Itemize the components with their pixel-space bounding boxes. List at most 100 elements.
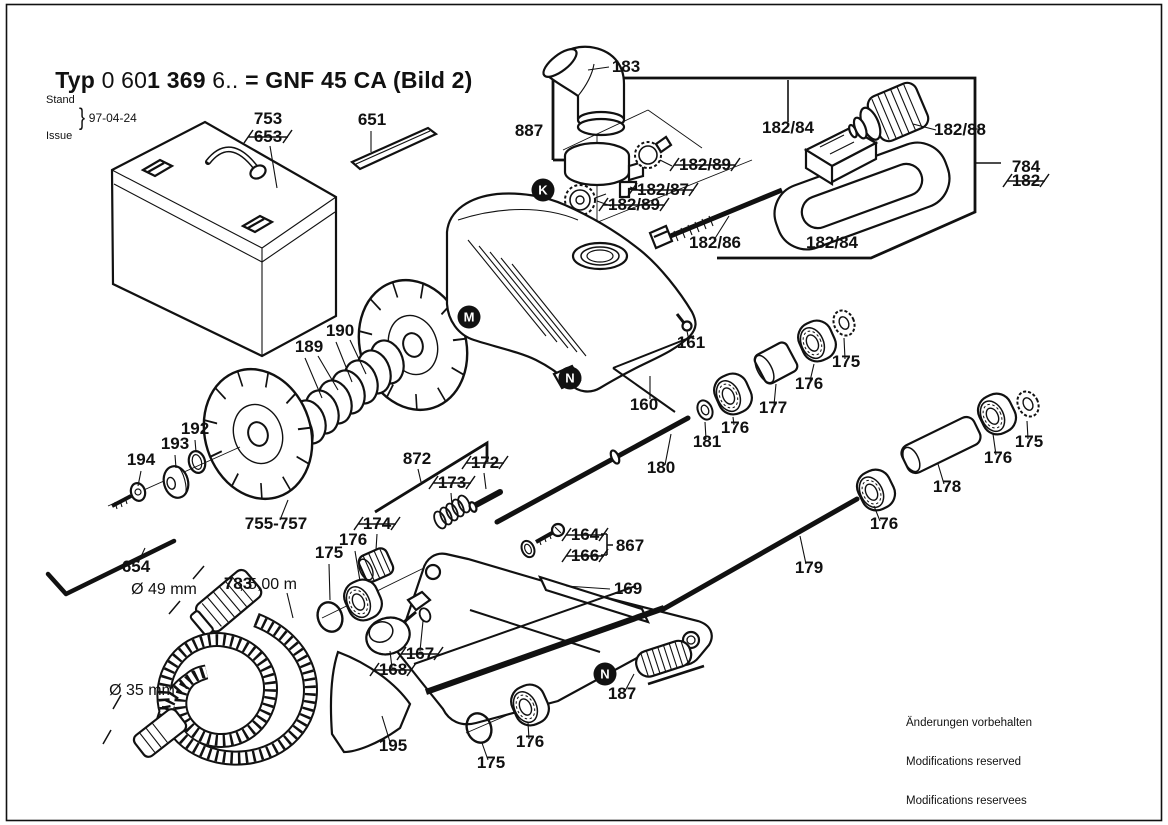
page-border [5,3,1163,822]
tube-178 [900,415,982,475]
label-176-a: 176 [795,374,823,393]
badge-n-spring: N [593,662,617,686]
guard-housing [445,192,697,393]
bracket-867 [601,533,613,556]
section-badges: K M N N [457,178,617,686]
sleeve-177 [753,341,799,385]
guide-wedge [329,650,412,754]
label-783-length: ; 5,00 m [239,576,297,593]
svg-text:N: N [600,667,609,682]
label-182-84-top: 182/84 [762,118,815,137]
label-176-d: 176 [870,514,898,533]
label-178: 178 [933,477,961,496]
bearing-176-b [708,367,758,421]
lockwasher-175-b [1012,386,1044,422]
sheet-title: Typ 0 601 369 6.. = GNF 45 CA (Bild 2) [42,40,473,94]
carrying-case [110,120,338,358]
clamp-block [803,126,879,186]
label-192: 192 [181,419,209,438]
spring-173 [433,494,471,530]
label-dia-49: Ø 49 mm [131,581,197,598]
label-172-struck: 172 [461,453,509,472]
issue-label-stand: Stand [46,94,75,106]
label-176-b: 176 [721,418,749,437]
label-193: 193 [161,434,189,453]
base-sled [321,552,713,734]
clamp-knob-167-168 [365,590,432,656]
diameter-ticks [102,565,205,745]
label-177: 177 [759,398,787,417]
label-183: 183 [612,57,640,76]
shaft-train [494,306,860,525]
label-653-struck: 653 [243,127,293,146]
title-number-bold: 1 369 [147,67,206,93]
svg-text:K: K [538,183,548,198]
label-169: 169 [614,579,642,598]
label-190: 190 [326,321,354,340]
hex-key-654 [45,538,177,597]
label-176-e: 176 [984,448,1012,467]
title-typ: Typ [55,67,102,93]
lockwasher-175-a [828,306,860,340]
label-175-c: 175 [315,543,343,562]
label-753: 753 [254,109,282,128]
label-784: 784 [1012,157,1041,176]
band-clip [618,180,638,199]
label-180: 180 [647,458,675,477]
label-175-b: 175 [1015,432,1043,451]
footer-line-fr: Modifications reservees [906,795,1027,807]
badge-m: M [457,305,481,329]
label-176-f: 176 [516,732,544,751]
label-160: 160 [630,395,658,414]
label-654: 654 [122,557,151,576]
hose-clamp-band-group [562,109,753,250]
label-167-struck: 167 [396,644,444,663]
title-sheet-no: (Bild 2) [392,67,473,93]
label-175-a: 175 [832,352,860,371]
pin-172 [468,489,503,513]
ratchet-wheel [634,135,673,169]
label-161: 161 [677,333,705,352]
label-182-86: 182/86 [689,233,741,252]
guard-plate-lines [612,335,695,413]
label-651: 651 [358,110,386,129]
label-179: 179 [795,558,823,577]
rod-train [657,386,1044,614]
screw-194 [111,482,147,510]
label-783: 783 [224,574,252,593]
screw-161 [675,313,693,332]
label-182-84-bottom: 182/84 [806,233,859,252]
footer-line-en: Modifications reserved [906,756,1022,768]
svg-text:M: M [464,310,475,325]
part-labels: 753 653 651 183 887 182/89 182/87 182/89… [109,57,1050,772]
badge-k: K [531,178,555,202]
label-173-struck: 173 [428,473,476,492]
flange-set [45,446,241,597]
label-755-757: 755-757 [245,514,307,533]
svg-text:N: N [565,371,574,386]
label-182-87-struck: 182/87 [627,180,699,199]
footer-line-de: Änderungen vorbehalten [906,717,1032,729]
screw-164 [535,522,566,546]
issue-block: Stand Issue } 97-04-24 [46,70,137,166]
title-model: = GNF 45 CA [245,67,393,93]
hose-adapter-small [132,708,188,758]
cutting-discs [187,266,483,513]
label-174-struck: 174 [353,514,401,533]
bearing-176-d [850,463,902,517]
clamping-flange-193 [162,465,190,499]
spring-187 [635,639,705,686]
title-number-light1: 0 60 [101,67,148,93]
label-182-88: 182/88 [934,120,986,139]
label-182-struck: 182 [1002,171,1050,190]
label-187: 187 [608,684,636,703]
label-867: 867 [616,536,644,555]
hose-adapter-large [189,568,263,637]
washer-166 [520,539,536,559]
footer-block: Änderungen vorbehalten Modifications res… [906,691,1104,825]
label-dia-35: Ø 35 mm [109,682,175,699]
snap-ring-192 [187,450,207,474]
washer-181 [696,399,714,421]
